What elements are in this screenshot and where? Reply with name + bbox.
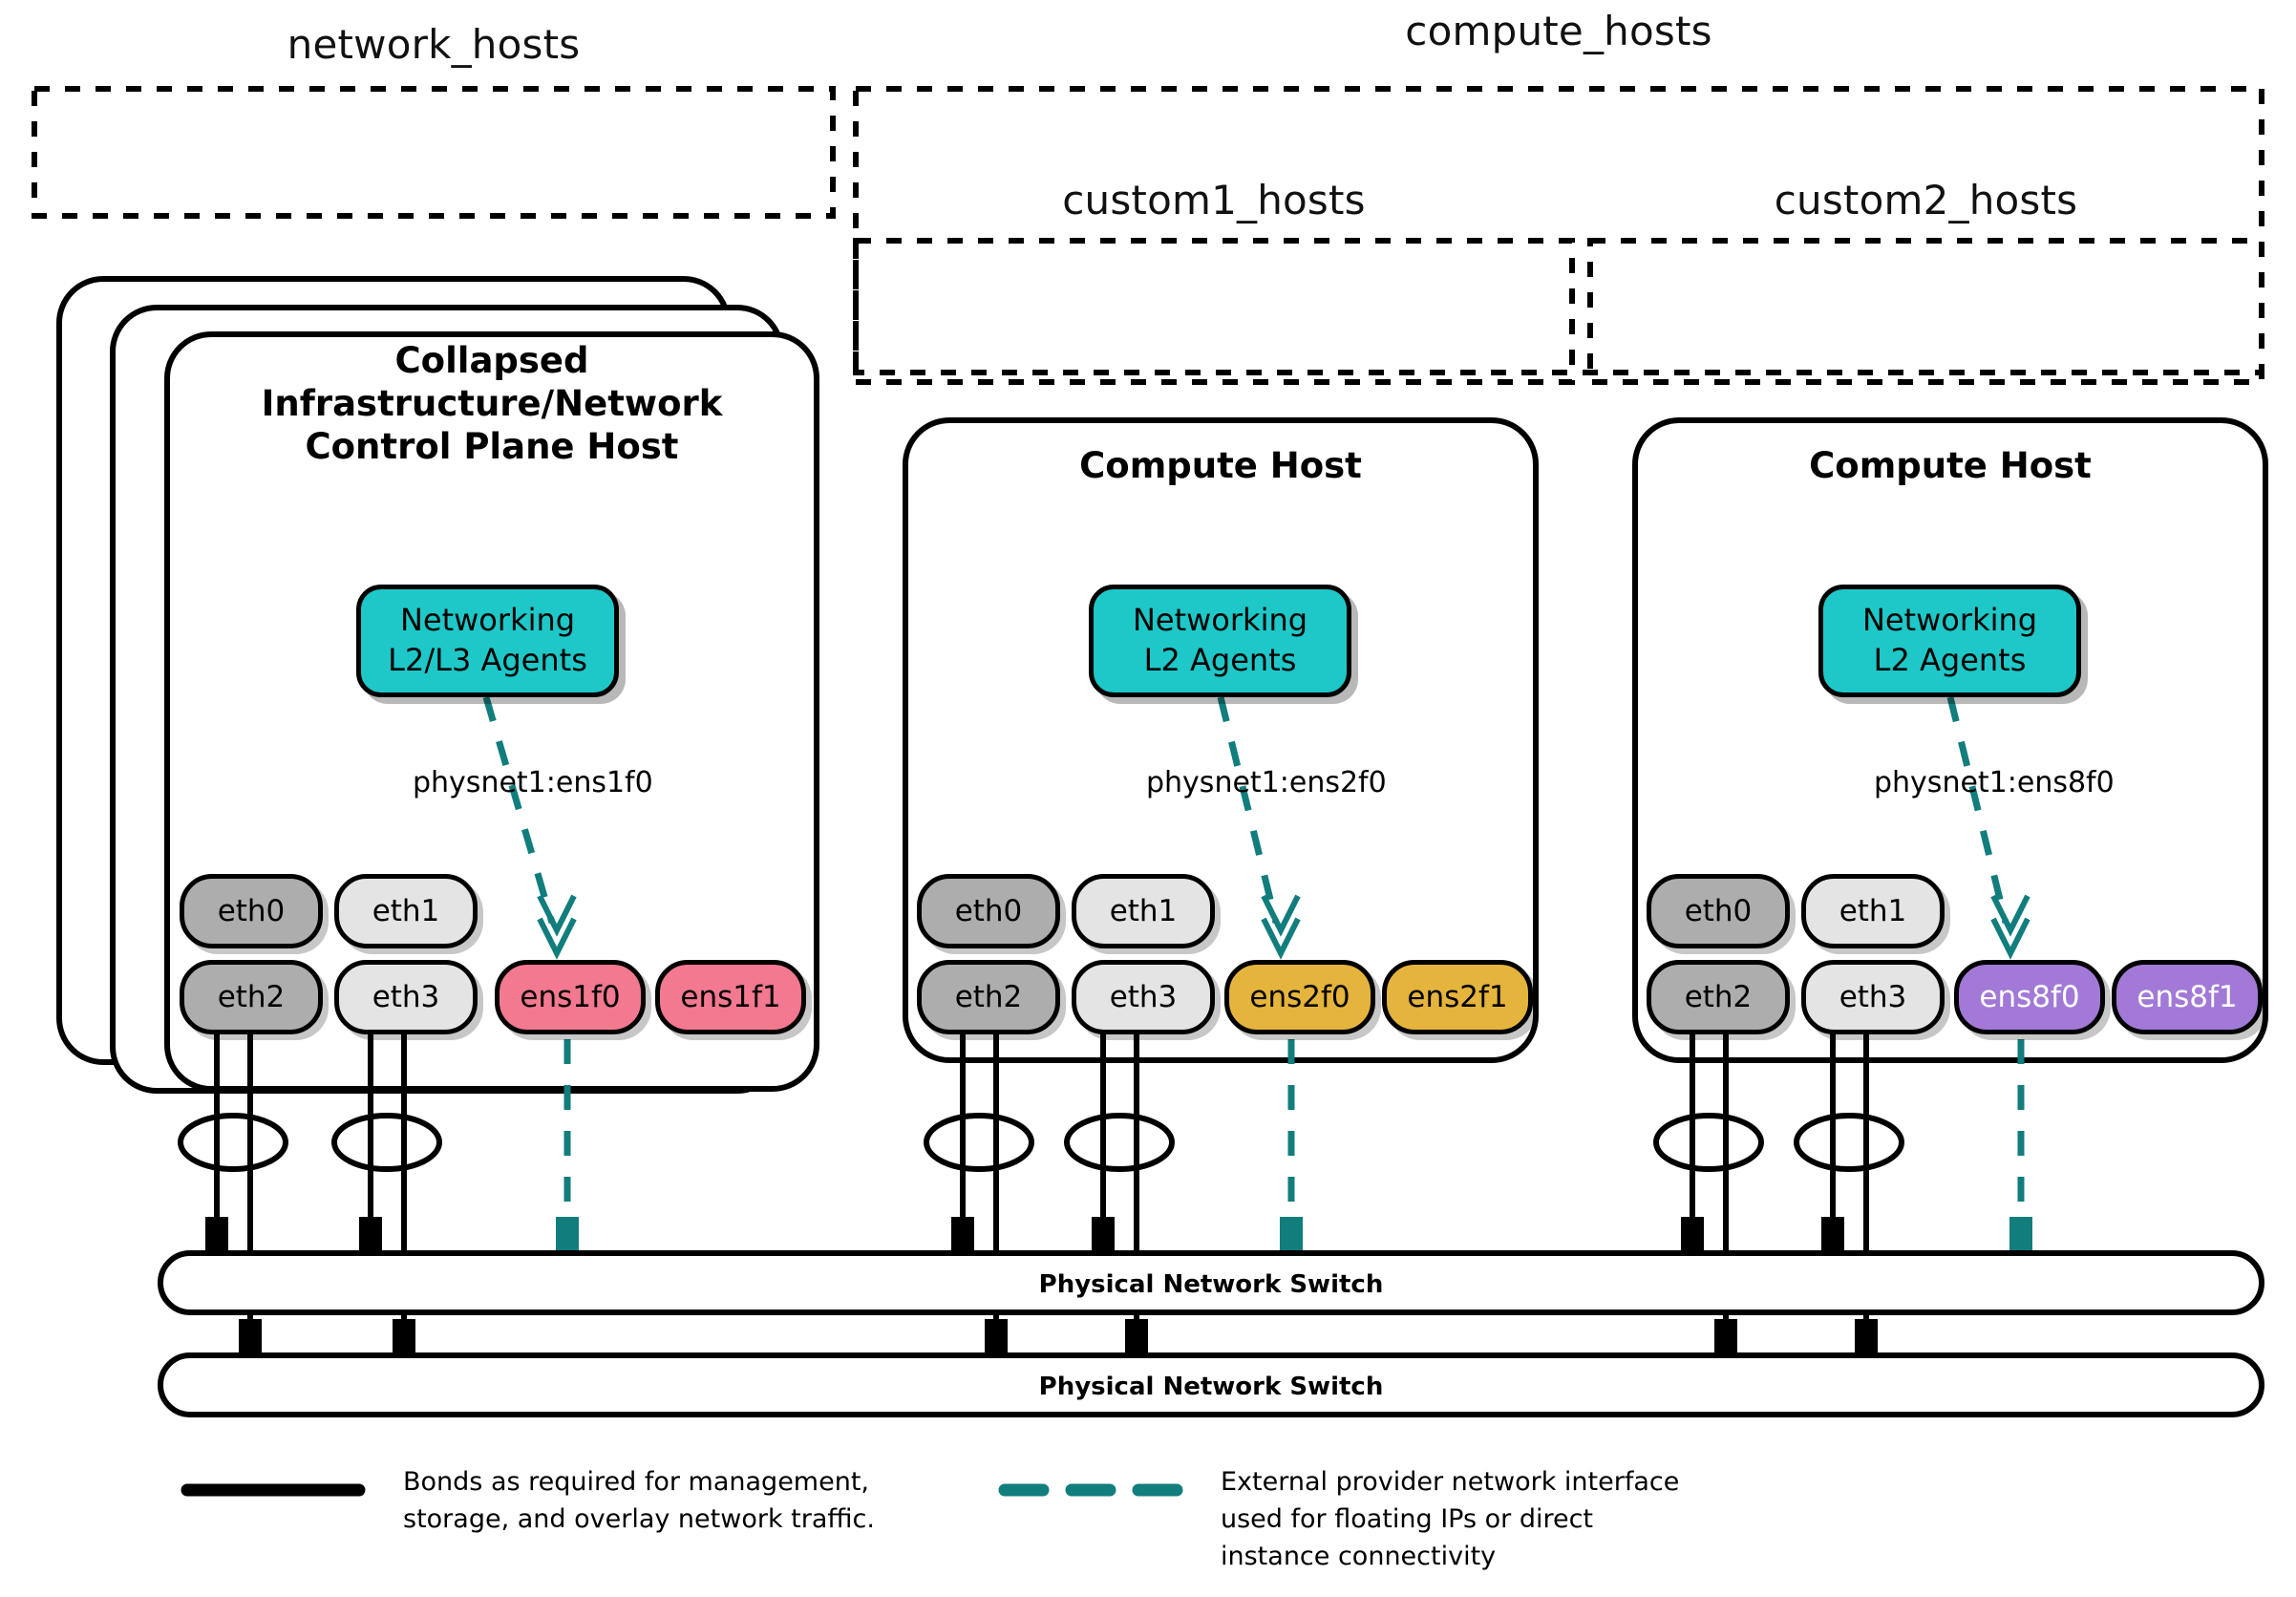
nic-eth3-host1[interactable]: eth3 [334,960,478,1034]
bond-ellipses [178,1113,1904,1172]
bond-ellipse [1064,1113,1175,1172]
agent-box-compute-1[interactable]: Networking L2 Agents [1089,585,1351,697]
physical-network-switch-top [158,1250,2264,1315]
nic-eth1-host3[interactable]: eth1 [1801,874,1945,948]
group-label-compute-hosts: compute_hosts [1405,8,1712,54]
nic-eth0-host1[interactable]: eth0 [180,874,323,948]
agent-label-line1: Networking [1861,602,2038,639]
nic-label: eth0 [1684,894,1753,928]
nic-label: ens2f1 [1407,980,1508,1014]
provider-link-host2 [1217,696,1301,1226]
nic-label: eth0 [954,894,1023,928]
nic-eth0-host3[interactable]: eth0 [1647,874,1790,948]
nic-label: ens8f0 [1979,980,2080,1014]
nic-ens1f1-host1[interactable]: ens1f1 [655,960,806,1034]
nic-label: eth0 [217,894,286,928]
group-boundary-custom1-hosts [853,238,1575,385]
nic-label: ens1f1 [680,980,781,1014]
nic-label: eth1 [372,894,440,928]
nic-label: eth3 [372,980,440,1014]
physical-network-switch-bottom [158,1352,2264,1417]
agent-box-control-plane[interactable]: Networking L2/L3 Agents [356,585,619,697]
nic-eth2-host1[interactable]: eth2 [180,960,323,1034]
nic-eth2-host3[interactable]: eth2 [1647,960,1790,1034]
host-title-compute-2: Compute Host [1809,445,2092,486]
bond-ellipse [1794,1113,1904,1172]
agent-label-line1: Networking [399,602,576,639]
agent-box-compute-2[interactable]: Networking L2 Agents [1818,585,2081,697]
bond-ellipse [331,1113,442,1172]
group-label-custom1-hosts: custom1_hosts [1062,177,1366,224]
host-title-control-plane: Collapsed Infrastructure/Network Control… [261,340,723,468]
nic-ens8f0-host3[interactable]: ens8f0 [1954,960,2105,1034]
physnet-label-host2: physnet1:ens2f0 [1146,766,1387,799]
agent-label-line2: L2/L3 Agents [388,642,587,678]
bond-ellipse [178,1113,288,1172]
legend-text-provider: External provider network interface used… [1221,1467,1680,1572]
nic-label: eth2 [1684,980,1753,1014]
group-boundary-compute-hosts [853,86,2264,375]
nic-label: ens8f1 [2137,980,2238,1014]
nic-label: eth2 [954,980,1023,1014]
host-title-compute-1: Compute Host [1079,445,1362,486]
group-label-custom2-hosts: custom2_hosts [1774,177,2078,224]
nic-ens1f0-host1[interactable]: ens1f0 [495,960,646,1034]
nic-eth1-host1[interactable]: eth1 [334,874,478,948]
nic-ens8f1-host3[interactable]: ens8f1 [2112,960,2263,1034]
group-boundary-network-hosts [32,86,836,219]
nic-eth2-host2[interactable]: eth2 [917,960,1060,1034]
group-label-network-hosts: network_hosts [287,21,581,68]
nic-eth3-host3[interactable]: eth3 [1801,960,1945,1034]
agent-label-line1: Networking [1132,602,1308,639]
provider-link-host3 [1946,696,2030,1226]
legend-text-bond: Bonds as required for management, storag… [403,1467,875,1535]
switch-label-top: Physical Network Switch [1038,1270,1384,1299]
nic-eth3-host2[interactable]: eth3 [1072,960,1215,1034]
nic-ens2f1-host2[interactable]: ens2f1 [1382,960,1533,1034]
physnet-label-host1: physnet1:ens1f0 [413,766,653,799]
physnet-label-host3: physnet1:ens8f0 [1874,766,2115,799]
nic-label: ens2f0 [1249,980,1350,1014]
nic-label: ens1f0 [520,980,621,1014]
switch-label-bottom: Physical Network Switch [1038,1373,1384,1401]
host-card-compute-1 [903,417,1539,1063]
nic-eth0-host2[interactable]: eth0 [917,874,1060,948]
nic-label: eth2 [217,980,286,1014]
nic-label: eth3 [1109,980,1178,1014]
agent-label-line2: L2 Agents [1873,642,2027,678]
nic-ens2f0-host2[interactable]: ens2f0 [1224,960,1375,1034]
nic-eth1-host2[interactable]: eth1 [1072,874,1215,948]
provider-link-host1 [482,696,577,1226]
nic-label: eth1 [1109,894,1178,928]
host-card-compute-2 [1632,417,2268,1063]
group-boundary-custom2-hosts [1587,238,2264,385]
agent-label-line2: L2 Agents [1143,642,1297,678]
nic-label: eth1 [1839,894,1907,928]
nic-label: eth3 [1839,980,1907,1014]
bond-ellipse [1653,1113,1764,1172]
bond-ellipse [924,1113,1034,1172]
